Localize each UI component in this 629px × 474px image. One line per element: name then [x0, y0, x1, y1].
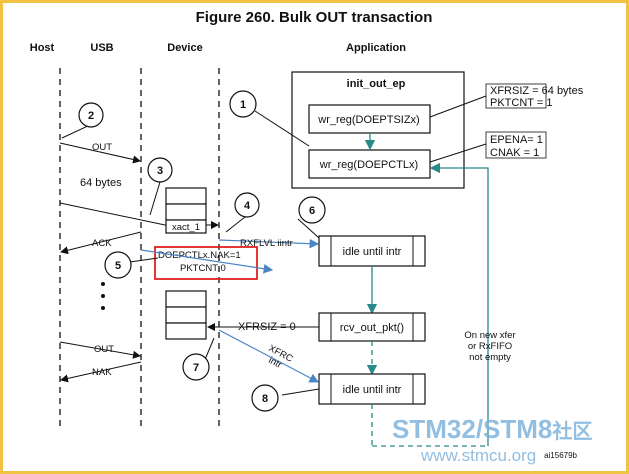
step-2-circle [78, 102, 104, 128]
column-usb: USB [90, 42, 113, 54]
callout-2-line [61, 124, 91, 139]
out-token-label-2: OUT [94, 344, 114, 355]
continuation-dot-1 [101, 282, 105, 286]
fifo-slot-2 [165, 203, 207, 221]
callout-1-line [254, 110, 310, 147]
step-6-label: 6 [309, 205, 315, 217]
step-7-circle [182, 353, 210, 381]
side-note-line2: or RxFIFO [468, 341, 512, 352]
step-3-circle [147, 157, 173, 183]
nak-label: NAK [92, 367, 112, 378]
step-2-label: 2 [88, 110, 94, 122]
init-out-ep-title: init_out_ep [347, 78, 406, 90]
xfrsiz-note-line [429, 95, 487, 118]
out-token-arrow [59, 142, 141, 164]
rcv-out-pkt-label: rcv_out_pkt() [340, 322, 404, 334]
step-5-circle [104, 251, 132, 279]
wr-reg-doepctl-box [308, 149, 431, 179]
xact-label: xact_1 [172, 222, 200, 233]
callout-6-line [297, 218, 320, 239]
step-5-label: 5 [115, 260, 121, 272]
step-8-circle [251, 384, 279, 412]
out-token-arrow-2 [59, 341, 141, 359]
column-device: Device [167, 42, 202, 54]
nak-arrow [60, 361, 142, 383]
continuation-dot-2 [101, 294, 105, 298]
watermark-brand: STM32/STM8社区 [392, 414, 592, 444]
fifo-empty-slot-1 [165, 290, 207, 308]
step-4-circle [234, 192, 260, 218]
doepctl-highlight-box [154, 246, 258, 280]
step-1-label: 1 [240, 99, 246, 111]
step-1-circle [229, 90, 257, 118]
side-note-line3: not empty [469, 352, 511, 363]
callout-4-line [225, 216, 246, 233]
data-packet-arrow [59, 202, 166, 226]
step-3-label: 3 [157, 165, 163, 177]
fifo-slot-1 [165, 187, 207, 205]
callout-5-line [129, 257, 159, 263]
figure-title: Figure 260. Bulk OUT transaction [196, 9, 433, 26]
wr-reg-doeptsiz-box [308, 104, 431, 134]
ack-label: ACK [92, 238, 112, 249]
note-pktcnt: PKTCNT = 1 [490, 97, 552, 109]
fifo-empty-slot-2 [165, 306, 207, 324]
epena-note-box [485, 131, 547, 159]
fifo-empty-slot-3 [165, 322, 207, 340]
watermark: STM32/STM8社区 www.stmcu.org [392, 414, 592, 465]
xfrsiz-note-box [485, 83, 547, 109]
xfrc-intr-arrow [218, 329, 320, 383]
data-64-bytes-label: 64 bytes [80, 177, 122, 189]
xfrsiz-zero-label: XFRSIZ = 0 [238, 321, 296, 333]
step-4-label: 4 [244, 200, 251, 212]
loop-back-arrow [429, 162, 489, 446]
nak-set-arrow [140, 249, 274, 274]
ack-arrow [60, 231, 142, 255]
side-note-line1: On new xfer [464, 330, 515, 341]
doepctl-nak-label: DOEPCTLx.NAK=1 [158, 250, 241, 261]
wr-reg-doepctl-label: wr_reg(DOEPCTLx) [319, 159, 418, 171]
step-6-circle [298, 196, 326, 224]
fifo-slot-xact [165, 219, 207, 234]
idle-until-intr-label-1: idle until intr [343, 246, 402, 258]
continuation-dot-3 [101, 306, 105, 310]
note-epena: EPENA= 1 [490, 134, 543, 146]
watermark-url: www.stmcu.org [420, 446, 536, 465]
epena-note-line [429, 143, 487, 163]
pktcnt-label: PKTCNT 0 [180, 263, 226, 274]
step-7-label: 7 [193, 362, 199, 374]
wr-reg-doeptsiz-label: wr_reg(DOEPTSIZx) [317, 114, 419, 126]
idle-until-intr-label-2: idle until intr [343, 384, 402, 396]
column-application: Application [346, 42, 406, 54]
callout-3-line [149, 181, 161, 216]
note-xfrsiz: XFRSIZ = 64 bytes [490, 85, 584, 97]
note-cnak: CNAK = 1 [490, 147, 539, 159]
rxflvl-label: RXFLVL iintr [240, 238, 293, 249]
xfrc-intr-label: intr [267, 355, 284, 371]
out-token-label: OUT [92, 142, 112, 153]
figure-id: ai15679b [544, 451, 577, 460]
column-host: Host [30, 42, 55, 54]
callout-8-line [281, 388, 320, 396]
rxflvl-intr-arrow [218, 238, 320, 249]
step-8-label: 8 [262, 393, 268, 405]
